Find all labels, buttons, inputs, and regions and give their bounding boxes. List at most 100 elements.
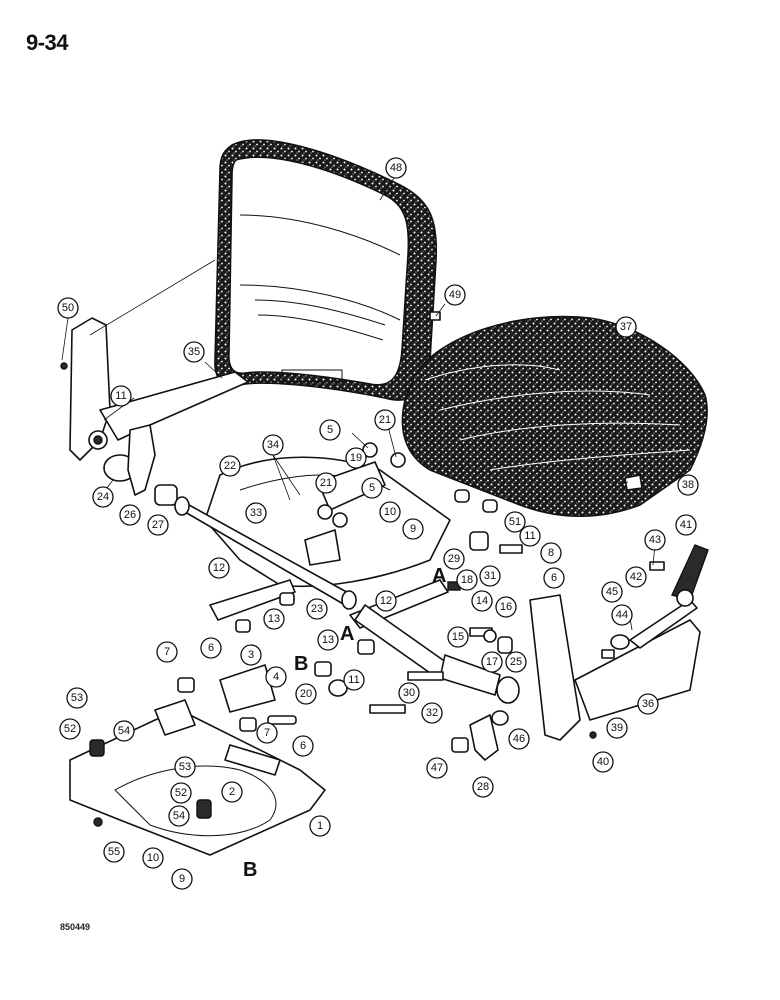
svg-text:3: 3 xyxy=(248,649,254,661)
svg-text:6: 6 xyxy=(551,572,557,584)
svg-text:1: 1 xyxy=(317,820,323,832)
callout-43: 43 xyxy=(644,529,666,551)
callout-45: 45 xyxy=(601,581,623,603)
callout-20: 20 xyxy=(295,683,317,705)
callout-9-lower: 9 xyxy=(171,868,193,890)
svg-text:11: 11 xyxy=(115,390,126,402)
svg-text:52: 52 xyxy=(175,787,187,799)
callout-16: 16 xyxy=(495,596,517,618)
callout-11-right: 11 xyxy=(519,525,541,547)
seat-back xyxy=(214,139,438,401)
callout-54-right: 54 xyxy=(168,805,190,827)
svg-text:53: 53 xyxy=(71,692,83,704)
callout-19: 19 xyxy=(345,447,367,469)
callout-37: 37 xyxy=(615,316,637,338)
svg-text:46: 46 xyxy=(513,733,525,745)
callout-33: 33 xyxy=(245,502,267,524)
callout-51: 51 xyxy=(504,511,526,533)
callout-12-left: 12 xyxy=(208,557,230,579)
svg-text:42: 42 xyxy=(630,571,642,583)
svg-text:26: 26 xyxy=(124,509,136,521)
callout-41: 41 xyxy=(675,514,697,536)
svg-text:6: 6 xyxy=(300,740,306,752)
callout-55: 55 xyxy=(103,841,125,863)
svg-text:47: 47 xyxy=(431,762,443,774)
svg-text:52: 52 xyxy=(64,723,76,735)
svg-text:40: 40 xyxy=(597,756,609,768)
svg-text:11: 11 xyxy=(524,530,535,542)
callout-53-right: 53 xyxy=(174,756,196,778)
svg-text:55: 55 xyxy=(108,846,120,858)
svg-text:12: 12 xyxy=(380,595,392,607)
svg-text:54: 54 xyxy=(118,725,130,737)
svg-text:12: 12 xyxy=(213,562,225,574)
svg-text:50: 50 xyxy=(62,302,74,314)
svg-text:23: 23 xyxy=(311,603,323,615)
svg-text:14: 14 xyxy=(476,595,488,607)
callout-21-upper: 21 xyxy=(374,409,396,431)
part-callouts: 1 2 3 4 5 5 6 6 6 7 7 8 9 9 10 10 11 11 … xyxy=(57,157,699,890)
svg-text:4: 4 xyxy=(273,671,279,683)
svg-text:39: 39 xyxy=(611,722,623,734)
reference-letter-b-upper: B xyxy=(294,653,308,675)
svg-text:44: 44 xyxy=(616,609,628,621)
svg-text:17: 17 xyxy=(486,656,498,668)
back-support-bracket xyxy=(69,317,249,506)
callout-49: 49 xyxy=(444,284,466,306)
callout-29: 29 xyxy=(443,548,465,570)
seat-cushion xyxy=(401,315,708,518)
svg-text:48: 48 xyxy=(390,162,402,174)
callout-13-upper: 13 xyxy=(263,608,285,630)
svg-text:11: 11 xyxy=(348,674,359,686)
callout-7-right: 7 xyxy=(256,722,278,744)
svg-text:32: 32 xyxy=(426,707,438,719)
svg-text:45: 45 xyxy=(606,586,618,598)
callout-35: 35 xyxy=(183,341,205,363)
svg-text:35: 35 xyxy=(188,346,200,358)
callout-44: 44 xyxy=(611,604,633,626)
callout-48: 48 xyxy=(385,157,407,179)
svg-text:10: 10 xyxy=(147,852,159,864)
svg-text:10: 10 xyxy=(384,506,396,518)
svg-text:31: 31 xyxy=(484,570,496,582)
svg-text:9: 9 xyxy=(179,873,185,885)
svg-text:33: 33 xyxy=(250,507,262,519)
svg-text:21: 21 xyxy=(320,477,332,489)
callout-30: 30 xyxy=(398,682,420,704)
svg-text:36: 36 xyxy=(642,698,654,710)
svg-text:54: 54 xyxy=(173,810,185,822)
callout-15: 15 xyxy=(447,626,469,648)
callout-23: 23 xyxy=(306,598,328,620)
callout-28: 28 xyxy=(472,776,494,798)
svg-text:49: 49 xyxy=(449,289,461,301)
callout-1: 1 xyxy=(309,815,331,837)
callout-26: 26 xyxy=(119,504,141,526)
svg-text:19: 19 xyxy=(350,452,362,464)
svg-text:5: 5 xyxy=(369,482,375,494)
svg-text:30: 30 xyxy=(403,687,415,699)
svg-text:22: 22 xyxy=(224,460,236,472)
callout-22: 22 xyxy=(219,455,241,477)
svg-text:53: 53 xyxy=(179,761,191,773)
svg-text:2: 2 xyxy=(229,786,235,798)
callout-2: 2 xyxy=(221,781,243,803)
small-hardware xyxy=(60,311,665,761)
callout-7-left: 7 xyxy=(156,641,178,663)
reference-letters: A A B B xyxy=(243,565,446,881)
callout-27: 27 xyxy=(147,514,169,536)
svg-text:51: 51 xyxy=(509,516,521,528)
callout-12-right: 12 xyxy=(375,590,397,612)
callout-17: 17 xyxy=(481,651,503,673)
callout-10-upper: 10 xyxy=(379,501,401,523)
callout-31: 31 xyxy=(479,565,501,587)
callout-18: 18 xyxy=(456,569,478,591)
callout-21-lower: 21 xyxy=(315,472,337,494)
reference-letter-a-lower: A xyxy=(340,623,354,645)
callout-25: 25 xyxy=(505,651,527,673)
callout-52-left: 52 xyxy=(59,718,81,740)
svg-text:34: 34 xyxy=(267,439,279,451)
page-number: 9-34 xyxy=(26,30,69,55)
callout-53-left: 53 xyxy=(66,687,88,709)
reference-letter-a-upper: A xyxy=(432,565,446,587)
